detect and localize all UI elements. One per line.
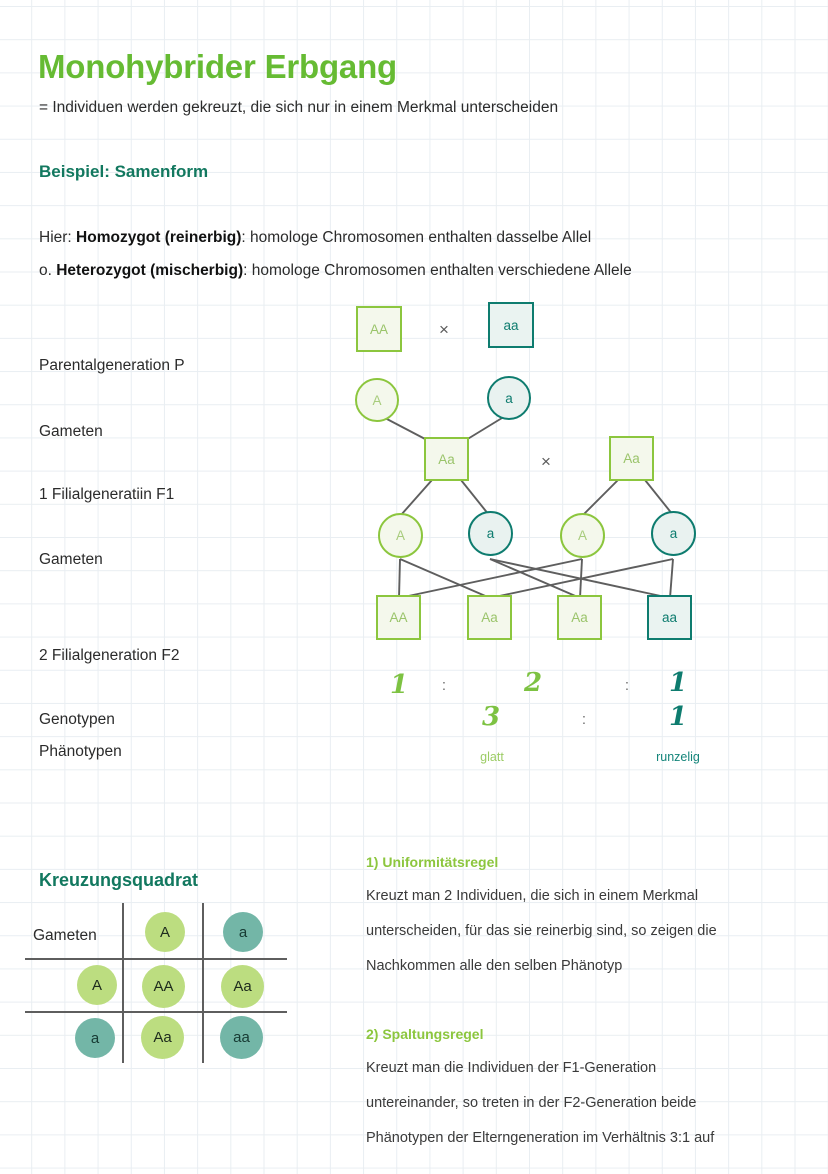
stage-label-phenotypes: Phänotypen: [39, 743, 122, 760]
gamete-circle-A-f1-1: A: [378, 513, 423, 558]
f1-box-Aa-left: Aa: [424, 437, 469, 481]
genotype-text: Aa: [571, 610, 588, 625]
phenotype-label-runzelig: runzelig: [656, 750, 700, 764]
genotype-ratio-separator-1: :: [441, 676, 447, 694]
rule-1-line-3: Nachkommen alle den selben Phänotyp: [366, 958, 623, 974]
genotype-text: Aa: [233, 978, 252, 995]
parental-box-aa: aa: [488, 302, 534, 348]
allele-text: a: [669, 526, 678, 541]
definition-prefix: o.: [39, 262, 57, 279]
rule-2-line-1: Kreuzt man die Individuen der F1-Generat…: [366, 1060, 657, 1076]
stage-label-gametes-f1: Gameten: [39, 551, 103, 568]
phenotype-label-glatt: glatt: [480, 750, 504, 764]
definition-term: Homozygot (reinerbig): [76, 229, 242, 246]
allele-text: a: [486, 526, 495, 541]
definition-prefix: Hier:: [39, 229, 77, 246]
gamete-circle-A-p: A: [355, 378, 399, 422]
punnett-col-header-a: a: [223, 912, 263, 952]
genotype-ratio-value-3: 1: [668, 668, 688, 698]
allele-text: A: [395, 528, 405, 543]
cross-symbol-f1: ×: [541, 452, 551, 471]
stage-label-f2: 2 Filialgeneration F2: [39, 647, 180, 664]
punnett-row-header-a: a: [75, 1018, 115, 1058]
definition-rest: : homologe Chromosomen enthalten verschi…: [243, 262, 632, 279]
rule-1-line-2: unterscheiden, für das sie reinerbig sin…: [366, 923, 717, 939]
definition-rest: : homologe Chromosomen enthalten dasselb…: [241, 229, 592, 246]
rule-2-line-3: Phänotypen der Elterngeneration im Verhä…: [366, 1130, 715, 1146]
cross-symbol-parental: ×: [439, 320, 449, 339]
phenotype-ratio-separator: :: [581, 710, 587, 728]
page-title: Monohybrider Erbgang: [38, 48, 398, 85]
punnett-hline-2: [25, 1011, 287, 1014]
rule-1-line-1: Kreuzt man 2 Individuen, die sich in ein…: [366, 888, 699, 904]
f1-box-Aa-right: Aa: [609, 436, 654, 481]
punnett-cell-aa: aa: [220, 1016, 263, 1059]
gamete-circle-a-p: a: [487, 376, 531, 420]
stage-label-gametes-p: Gameten: [39, 423, 103, 440]
allele-text: A: [372, 392, 382, 408]
rule-2-line-2: untereinander, so treten in der F2-Gener…: [366, 1095, 697, 1111]
stage-label-f1: 1 Filialgeneratiin F1: [39, 486, 175, 503]
punnett-col-header-A: A: [145, 912, 185, 952]
definition-homozygot: Hier: Homozygot (reinerbig): homologe Ch…: [39, 229, 591, 247]
genotype-text: aa: [503, 317, 519, 333]
punnett-corner-label: Gameten: [33, 927, 97, 944]
punnett-vline-1: [122, 903, 125, 1063]
punnett-cell-AA: AA: [142, 965, 185, 1008]
genotype-text: aa: [661, 610, 678, 625]
punnett-cell-Aa-1: Aa: [221, 965, 264, 1008]
genotype-text: aa: [233, 1029, 250, 1046]
phenotype-ratio-value-1: 3: [481, 702, 501, 732]
punnett-hline-1: [25, 958, 287, 961]
genotype-ratio-separator-2: :: [624, 676, 630, 694]
parental-box-AA: AA: [356, 306, 402, 352]
punnett-square-title: Kreuzungsquadrat: [39, 870, 199, 890]
allele-text: A: [577, 528, 587, 543]
allele-text: A: [159, 923, 170, 941]
genotype-ratio-value-1: 1: [389, 670, 409, 700]
stage-label-parental: Parentalgeneration P: [39, 357, 185, 374]
genotype-ratio-value-2: 2: [523, 668, 543, 698]
definition-heterozygot: o. Heterozygot (mischerbig): homologe Ch…: [39, 262, 632, 280]
punnett-cell-Aa-2: Aa: [141, 1016, 184, 1059]
genotype-text: Aa: [438, 451, 455, 467]
allele-text: a: [505, 390, 513, 406]
allele-text: A: [91, 976, 102, 994]
allele-text: a: [238, 923, 248, 941]
f2-box-Aa-1: Aa: [467, 595, 512, 640]
page-subtitle: = Individuen werden gekreuzt, die sich n…: [39, 99, 559, 116]
definition-term: Heterozygot (mischerbig): [56, 262, 244, 279]
gamete-circle-a-f1-4: a: [651, 511, 696, 556]
punnett-vline-2: [202, 903, 205, 1063]
rule-2-heading: 2) Spaltungsregel: [366, 1026, 484, 1042]
rule-1-heading: 1) Uniformitätsregel: [366, 854, 499, 870]
genotype-text: Aa: [481, 610, 498, 625]
example-heading: Beispiel: Samenform: [39, 162, 209, 181]
stage-label-genotypes: Genotypen: [39, 711, 115, 728]
genotype-text: AA: [153, 978, 174, 995]
genotype-text: Aa: [153, 1029, 172, 1046]
punnett-row-header-A: A: [77, 965, 117, 1005]
f2-box-AA: AA: [376, 595, 421, 640]
gamete-circle-a-f1-2: a: [468, 511, 513, 556]
genotype-text: AA: [389, 610, 408, 625]
genotype-text: AA: [369, 321, 388, 337]
phenotype-ratio-value-2: 1: [668, 702, 688, 732]
f2-box-Aa-2: Aa: [557, 595, 602, 640]
genotype-text: Aa: [623, 451, 640, 466]
gamete-circle-A-f1-3: A: [560, 513, 605, 558]
f2-box-aa: aa: [647, 595, 692, 640]
allele-text: a: [90, 1029, 100, 1047]
